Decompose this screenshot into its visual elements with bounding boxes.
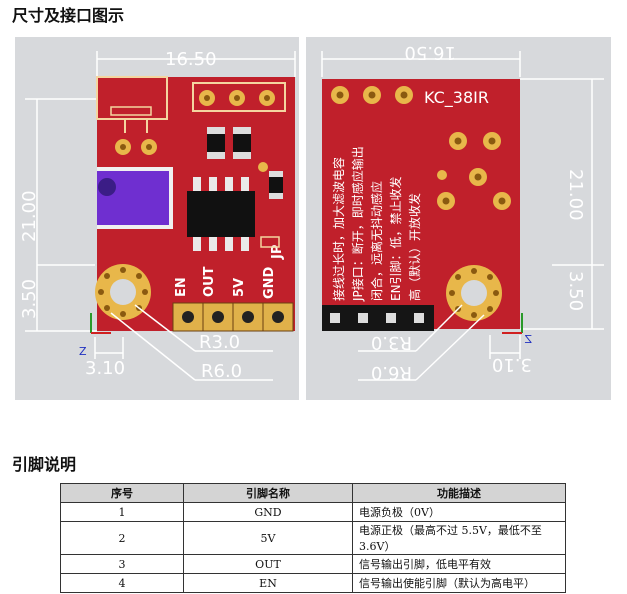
dimensions-section-title: 尺寸及接口图示 (12, 6, 125, 25)
table-row: 2 5V 电源正极（最高不过 5.5V，最低不至 3.6V） (60, 521, 566, 555)
table-row: 4 EN 信号输出使能引脚（默认为高电平） (60, 573, 566, 593)
back-height-dimension-text: 21.00 (565, 169, 586, 221)
pin-label-gnd: GND (262, 266, 277, 299)
cell-index: 1 (60, 502, 184, 522)
cell-index: 2 (60, 521, 184, 555)
back-hole-y-dimension-text: 3.50 (565, 271, 586, 311)
note-4: EN引脚：低，禁止收发 (388, 176, 403, 301)
board-notes: 接线过长时，加大滤波电容 JP接口：断开，即时感应输出 闭合，远离无抖动感应 E… (331, 146, 422, 302)
back-radius-small-text: R3.0 (371, 332, 412, 353)
cell-pin-name: 5V (183, 521, 353, 555)
cell-function: 信号输出使能引脚（默认为高电平） (352, 573, 566, 593)
back-width-dimension-text: 16.50 (404, 42, 456, 63)
height-dimension (25, 98, 97, 332)
note-5: 高（默认）开放收发 (407, 193, 422, 301)
table-row: 3 OUT 信号输出引脚，低电平有效 (60, 554, 566, 574)
header-pins (172, 302, 294, 332)
hole-y-dimension-text: 3.50 (19, 279, 40, 319)
pin-label-out: OUT (202, 266, 217, 297)
header-pin-name: 引脚名称 (183, 483, 353, 503)
back-radius-large-text: R6.0 (371, 362, 412, 383)
jp-label: JP (270, 245, 285, 260)
pins-section-title: 引脚说明 (12, 455, 77, 474)
note-2: JP接口：断开，即时感应输出 (350, 146, 365, 302)
back-hole-x-dimension-text: 3.10 (492, 354, 532, 375)
radius-small-text: R3.0 (199, 332, 240, 353)
cell-function: 电源正极（最高不过 5.5V，最低不至 3.6V） (352, 521, 566, 555)
header-index: 序号 (60, 483, 184, 503)
cell-index: 3 (60, 554, 184, 574)
back-view-figure: 16.50 21.00 3.50 KC_38IR (306, 37, 611, 400)
front-view-figure: 16.50 21.00 3.50 (15, 37, 299, 400)
table-header-row: 序号 引脚名称 功能描述 (60, 483, 566, 503)
ic-chip (187, 177, 255, 251)
cell-pin-name: OUT (183, 554, 353, 574)
back-right-pads (437, 132, 511, 210)
svg-text:Z: Z (524, 333, 532, 346)
back-header-pins (322, 305, 434, 331)
width-dimension (96, 51, 296, 77)
cell-pin-name: EN (183, 573, 353, 593)
radius-large-text: R6.0 (201, 361, 242, 382)
svg-text:Z: Z (79, 345, 87, 358)
cell-pin-name: GND (183, 502, 353, 522)
axis-marker: Z (79, 313, 111, 358)
hole-x-dimension-text: 3.10 (85, 358, 125, 379)
potentiometer (97, 167, 173, 229)
note-3: 闭合，远离无抖动感应 (369, 181, 384, 301)
back-axis-marker: Z (502, 313, 532, 346)
cell-function: 电源负极（0V） (352, 502, 566, 522)
note-1: 接线过长时，加大滤波电容 (331, 157, 346, 301)
connector-outline (96, 76, 168, 120)
header-function: 功能描述 (352, 483, 566, 503)
cell-function: 信号输出引脚，低电平有效 (352, 554, 566, 574)
cell-index: 4 (60, 573, 184, 593)
smd-components (207, 127, 283, 199)
height-dimension-text: 21.00 (19, 190, 40, 242)
top-pads (192, 82, 286, 112)
pin-label-5v: 5V (232, 278, 247, 297)
width-dimension-text: 16.50 (165, 49, 217, 70)
model-label: KC_38IR (424, 88, 489, 108)
pin-description-table: 序号 引脚名称 功能描述 1 GND 电源负极（0V） 2 5V 电源正极（最高… (60, 483, 566, 593)
table-row: 1 GND 电源负极（0V） (60, 502, 566, 522)
back-top-pads (331, 86, 413, 104)
pin-label-en: EN (174, 277, 189, 297)
